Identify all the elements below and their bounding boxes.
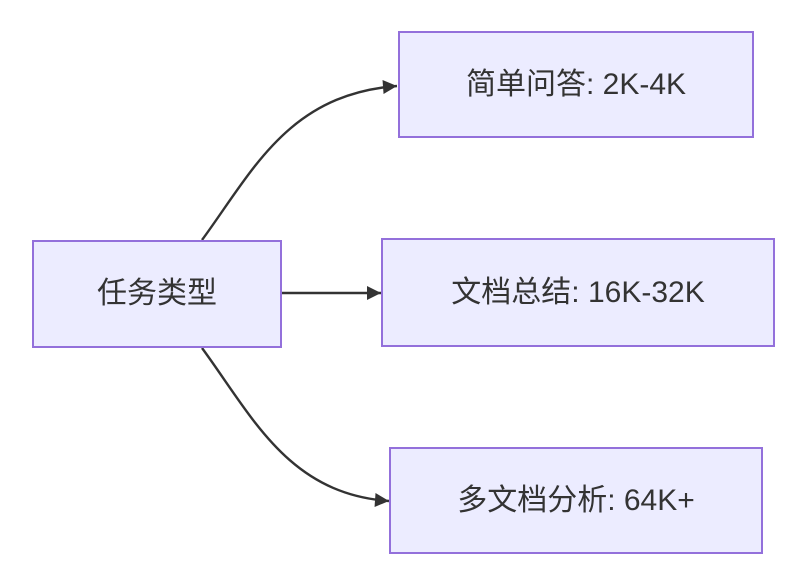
edge-root-to-simple-qa: [201, 80, 398, 241]
node-doc-summary: 文档总结: 16K-32K: [381, 238, 775, 347]
node-multi-doc-analysis: 多文档分析: 64K+: [389, 447, 763, 554]
edge-root-to-multi-doc-analysis: [201, 347, 390, 508]
node-simple-qa: 简单问答: 2K-4K: [398, 31, 754, 138]
node-task-type: 任务类型: [32, 240, 282, 348]
